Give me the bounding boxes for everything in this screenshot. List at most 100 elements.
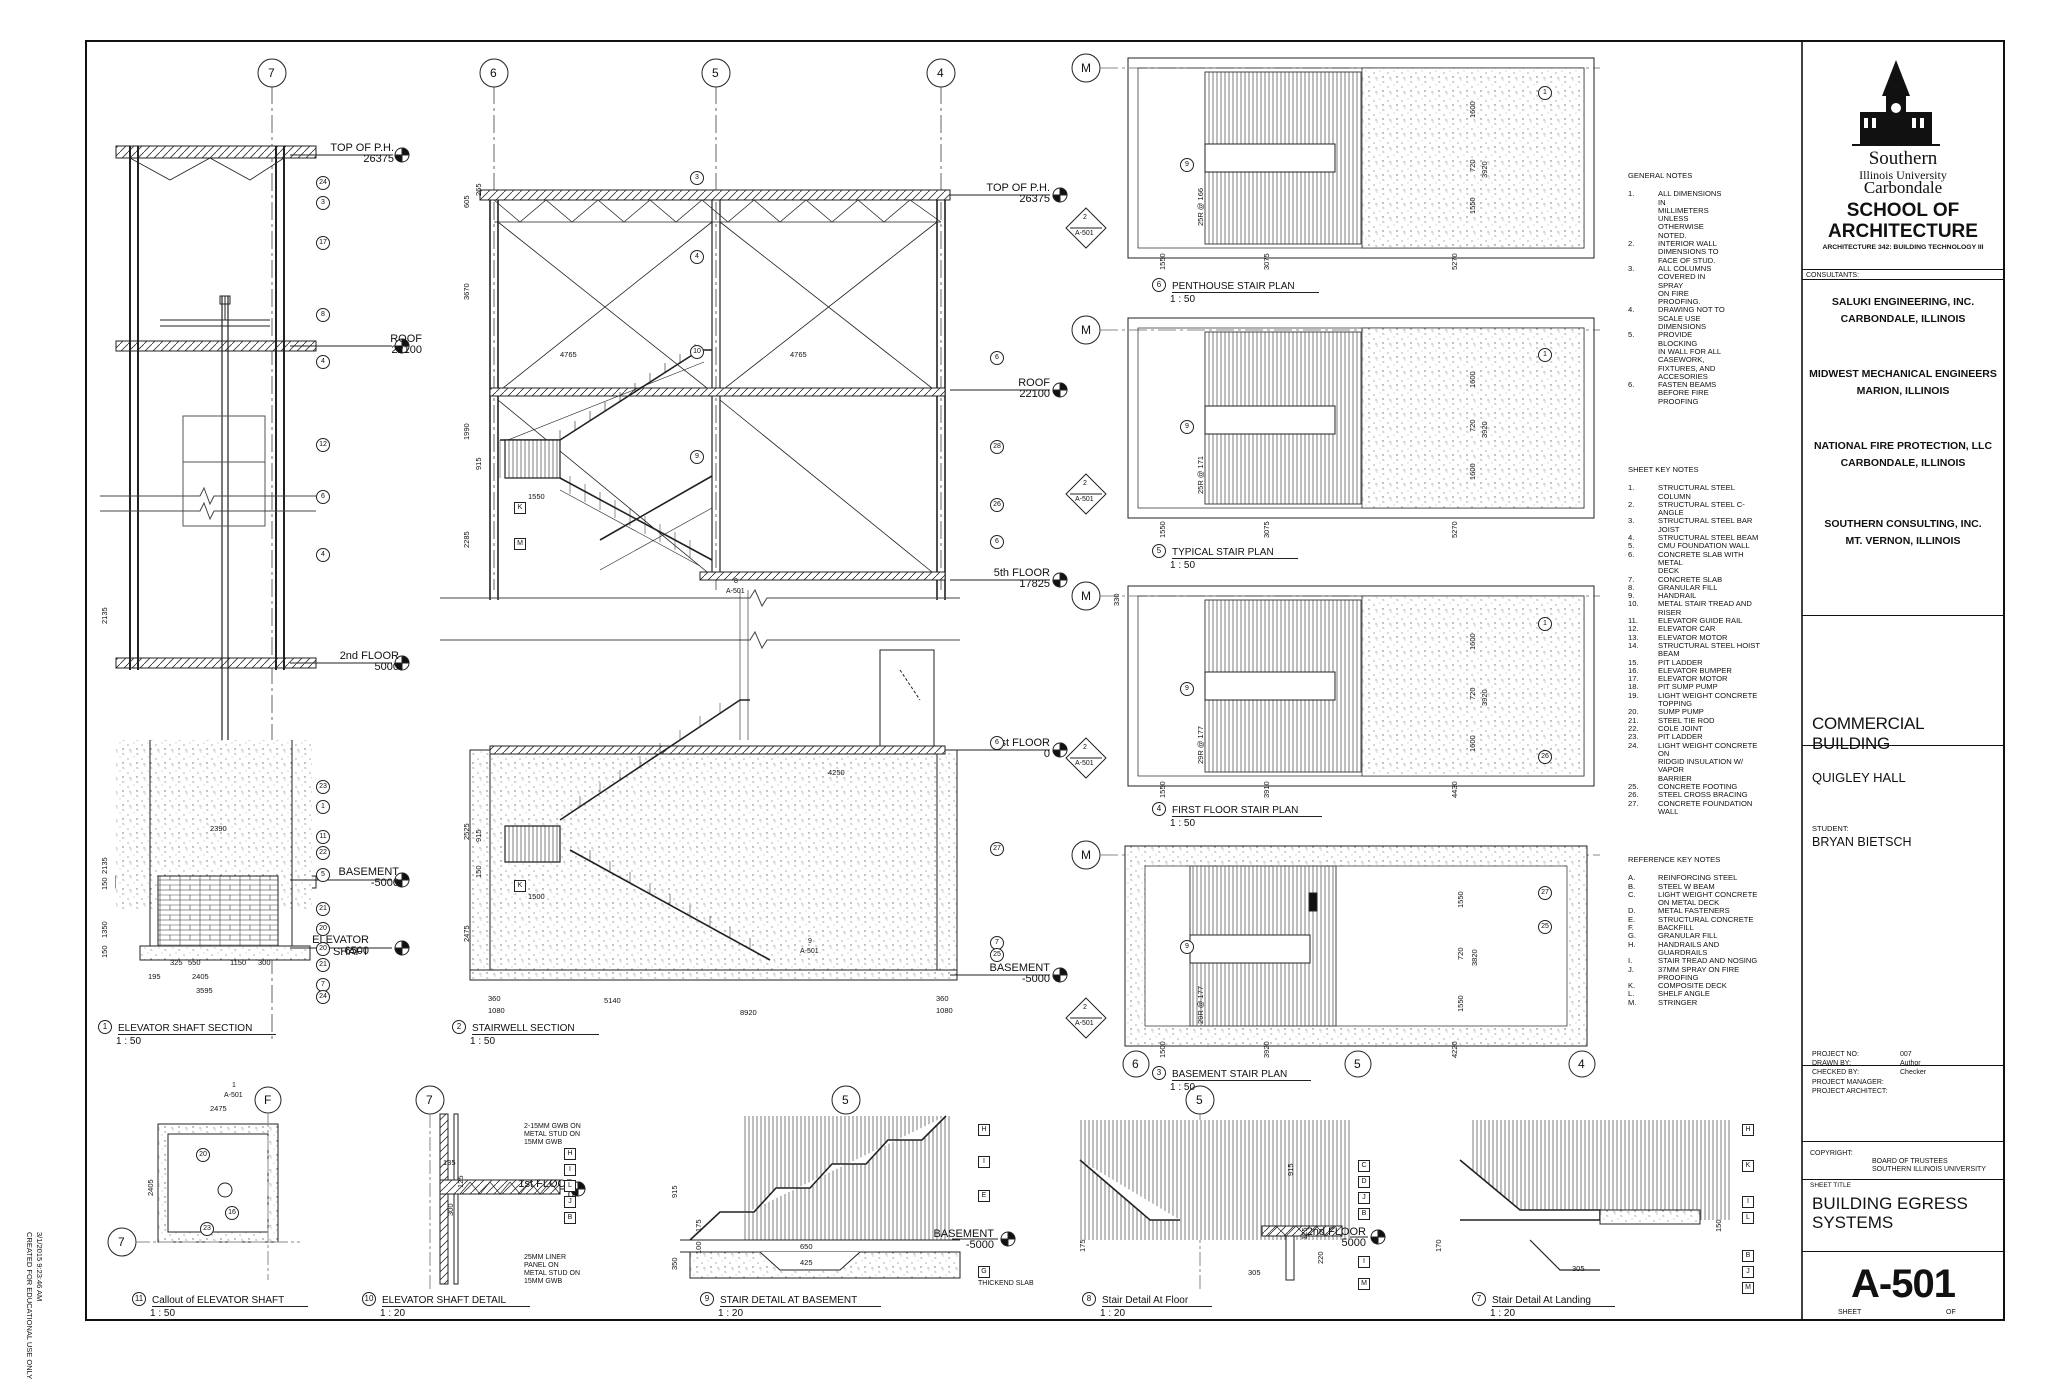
dimension-text: 1550	[1158, 253, 1167, 270]
level-name: ROOF	[1018, 377, 1050, 389]
dimension-text: 1550	[1456, 891, 1465, 908]
dimension-text: 305	[1572, 1264, 1585, 1273]
note-number: 8.	[1628, 582, 1635, 592]
note-text: CONCRETE SLAB WITH METAL DECK	[1658, 549, 1744, 576]
copyright-line2: SOUTHERN ILLINOIS UNIVERSITY	[1872, 1166, 1986, 1173]
note-text: CONCRETE FOOTING	[1658, 781, 1738, 791]
view-name: ELEVATOR SHAFT SECTION	[118, 1023, 277, 1035]
key-note-tag: 6	[990, 351, 1004, 365]
view-scale: 1 : 50	[1170, 560, 1196, 571]
note-number: E.	[1628, 914, 1636, 924]
student-name: BRYAN BIETSCH	[1812, 835, 1912, 849]
dimension-text: 720	[1468, 687, 1477, 700]
key-note-tag: 9	[690, 450, 704, 464]
dimension-text: 1350	[100, 921, 109, 938]
note-item: 6.FASTEN BEAMS BEFORE FIRE PROOFING	[1628, 380, 1738, 406]
reference-note-tag: G	[978, 1266, 990, 1278]
dimension-text: 1600	[1468, 463, 1477, 480]
note-text: PROVIDE BLOCKING IN WALL FOR ALL CASEWOR…	[1658, 330, 1722, 381]
dimension-text: 2390	[210, 824, 227, 833]
level-name: ROOF	[390, 333, 422, 345]
dimension-text: 300	[258, 958, 271, 967]
dimension-text: 3920	[1480, 161, 1489, 178]
view-number: 7	[1472, 1291, 1486, 1306]
student-label: STUDENT:	[1812, 824, 1849, 833]
reference-note-tag: C	[1358, 1160, 1370, 1172]
dimension-text: 175	[1078, 1239, 1087, 1252]
consultants-label: CONSULTANTS:	[1806, 272, 1860, 279]
of-label: OF	[1946, 1309, 1956, 1316]
level-elevation: 0	[567, 1189, 574, 1201]
dimension-text: 3920	[1480, 421, 1489, 438]
note-number: 1.	[1628, 483, 1635, 493]
note-item: L.SHELF ANGLE	[1628, 990, 1768, 999]
key-note-tag: 22	[316, 846, 330, 860]
key-note-tag: 21	[316, 958, 330, 972]
detail-note: 25MM LINER PANEL ON METAL STUD ON 15MM G…	[524, 1254, 581, 1285]
dimension-text: 100	[694, 1241, 703, 1254]
dimension-text: 325	[170, 958, 183, 967]
view-name: Stair Detail At Landing	[1492, 1295, 1615, 1307]
view-scale: 1 : 50	[1170, 294, 1196, 305]
dimension-text: 150	[1714, 1219, 1723, 1232]
note-number: 20.	[1628, 707, 1639, 717]
key-note-tag: 20	[316, 922, 330, 936]
info-value: 007	[1900, 1051, 1912, 1058]
view-scale: 1 : 20	[380, 1308, 406, 1319]
grid-bubble-label: 7	[268, 66, 275, 80]
reference-note-tag: M	[1742, 1282, 1754, 1294]
sheet-key-notes-title: SHEET KEY NOTES	[1628, 465, 1699, 474]
grid-bubble-label: M	[1081, 61, 1091, 75]
dimension-text: 1990	[462, 423, 471, 440]
note-item: 20.SUMP PUMP	[1628, 707, 1768, 717]
section-marker-sheet: A-501	[1075, 496, 1094, 503]
key-note-tag: 24	[316, 176, 330, 190]
dimension-text: 2475	[462, 925, 471, 942]
dimension-text: 4220	[1450, 1041, 1459, 1058]
level-elevation: 22100	[1019, 388, 1050, 400]
grid-bubble-label: M	[1081, 589, 1091, 603]
reference-note-tag: K	[1742, 1160, 1754, 1172]
note-item: 10.METAL STAIR TREAD AND RISER	[1628, 600, 1768, 617]
level-name: TOP OF P.H.	[330, 142, 394, 154]
note-number: 13.	[1628, 632, 1639, 642]
dimension-text: 330	[1112, 593, 1121, 606]
note-item: I.STAIR TREAD AND NOSING	[1628, 956, 1768, 965]
key-note-tag: 24	[316, 990, 330, 1004]
view-name: FIRST FLOOR STAIR PLAN	[1172, 805, 1323, 817]
note-item: B.STEEL W BEAM	[1628, 882, 1768, 891]
note-item: 13.ELEVATOR MOTOR	[1628, 632, 1768, 642]
info-value: Checker	[1900, 1069, 1927, 1076]
view-scale: 1 : 50	[150, 1308, 176, 1319]
section-marker-number: 2	[1083, 1004, 1087, 1011]
note-item: 25.CONCRETE FOOTING	[1628, 781, 1768, 791]
grid-bubble-label: 5	[712, 66, 719, 80]
note-item: 2.STRUCTURAL STEEL C-ANGLE	[1628, 500, 1768, 518]
note-text: STEEL TIE ROD	[1658, 715, 1715, 725]
note-number: 3.	[1628, 516, 1635, 526]
note-item: 1.ALL DIMENSIONS IN MILLIMETERS UNLESS O…	[1628, 190, 1738, 240]
note-text: ELEVATOR CAR	[1658, 624, 1716, 634]
note-text: PIT SUMP PUMP	[1658, 682, 1718, 692]
note-text: LIGHT WEIGHT CONCRETE TOPPING	[1658, 690, 1758, 709]
dimension-text: 29R @ 177	[1196, 985, 1205, 1024]
level-elevation: 26375	[363, 153, 394, 165]
view-number: 3	[1152, 1065, 1166, 1080]
dimension-text: 150	[100, 877, 109, 890]
note-number: 17.	[1628, 674, 1639, 684]
note-item: 14.STRUCTURAL STEEL HOIST BEAM	[1628, 641, 1768, 659]
note-number: F.	[1628, 923, 1634, 933]
note-number: H.	[1628, 939, 1636, 949]
note-item: 7.CONCRETE SLAB	[1628, 575, 1768, 584]
key-note-tag: 1	[1538, 348, 1552, 362]
note-item: A.REINFORCING STEEL	[1628, 873, 1768, 882]
callout-sheet: A-501	[800, 948, 819, 955]
dimension-text: 3075	[1262, 253, 1271, 270]
key-note-tag: 27	[1538, 886, 1552, 900]
siu-logo	[1852, 60, 1940, 146]
